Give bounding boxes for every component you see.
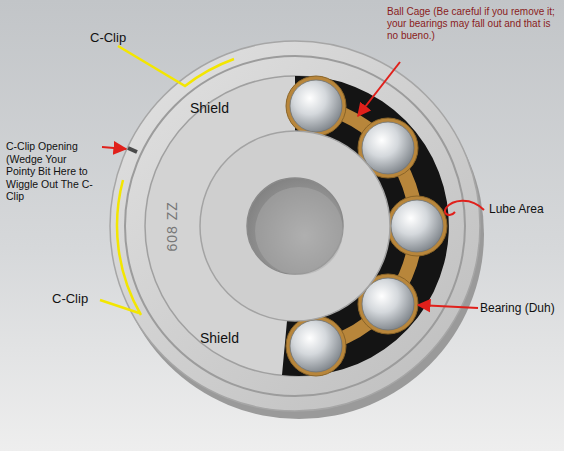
c-clip-groove — [125, 56, 465, 396]
label-box: C-Clip — [90, 30, 150, 46]
c-clip-mark — [117, 180, 141, 315]
c-clip-opening — [128, 148, 137, 152]
label-box: Shield — [190, 100, 250, 117]
part-label: Bearing (Duh) — [480, 301, 560, 315]
bore — [247, 178, 343, 274]
part-label: C-Clip — [52, 291, 102, 307]
c-clip-mark — [118, 46, 234, 86]
label-box: Lube Area — [489, 202, 559, 216]
part-label: C-Clip — [90, 30, 150, 46]
part-label: Shield — [190, 100, 250, 117]
bore-depth — [255, 187, 343, 275]
note-label: C-Clip Opening (Wedge Your Pointy Bit He… — [6, 140, 98, 203]
part-label: Shield — [200, 330, 260, 347]
outer-ring — [110, 41, 480, 411]
label-box: C-Clip Opening (Wedge Your Pointy Bit He… — [6, 140, 98, 203]
shield — [173, 104, 418, 349]
note-label: Ball Cage (Be careful if you remove it; … — [387, 6, 559, 42]
part-label: Lube Area — [489, 202, 559, 216]
label-box: 608 ZZ — [164, 194, 181, 258]
leader-arrow — [102, 147, 126, 149]
shield-edge — [145, 76, 445, 376]
label-box: Shield — [200, 330, 260, 347]
leader-arrow — [418, 305, 478, 308]
label-box: Bearing (Duh) — [480, 301, 560, 315]
label-box: Ball Cage (Be careful if you remove it; … — [387, 6, 559, 42]
leader-curl — [445, 201, 484, 215]
part-marking: 608 ZZ — [164, 194, 181, 258]
leader-arrow — [358, 62, 400, 116]
label-box: C-Clip — [52, 291, 102, 307]
inner-ring — [200, 131, 390, 321]
